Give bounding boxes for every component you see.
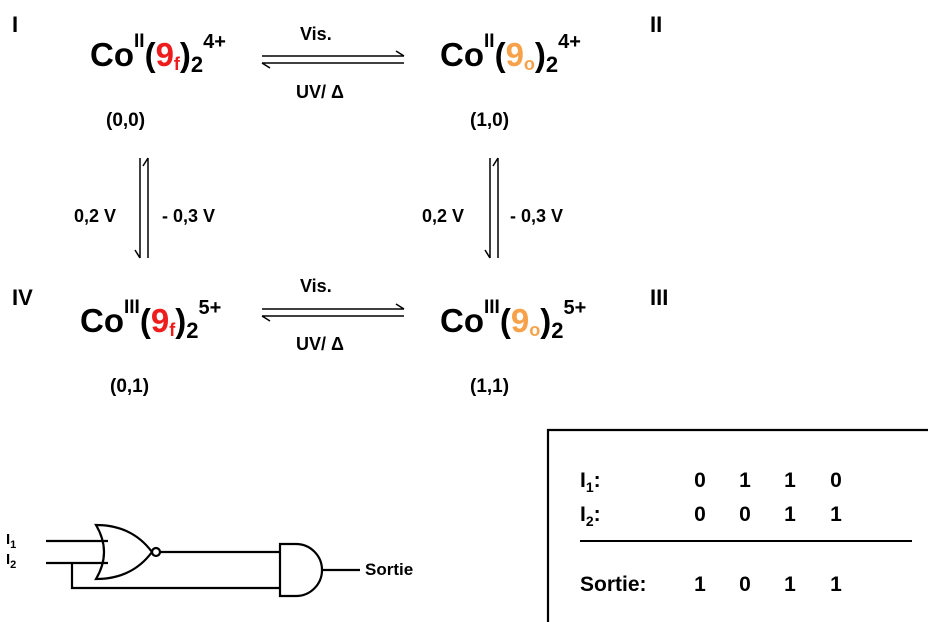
complex-iv-oxidation-state: III	[124, 297, 140, 318]
state-label-iii: III	[650, 285, 669, 310]
truth-cell: 0	[694, 469, 706, 492]
truth-row-i2: 0 0 1 1	[0, 503, 928, 533]
truth-row-output: 1 0 1 1	[0, 573, 928, 603]
nor-gate	[94, 523, 154, 581]
complex-iii-ligand-form: o	[529, 320, 541, 340]
complex-iv-charge: 5+	[198, 297, 222, 319]
top-equilibrium-arrow	[261, 50, 405, 69]
complex-i-charge: 4+	[203, 31, 226, 53]
bottom-reverse-label: UV/ Δ	[296, 334, 344, 354]
coord-ii: (1,0)	[470, 110, 510, 131]
complex-iii: CoIII(9o)25+	[440, 297, 587, 343]
complex-ii-charge: 4+	[558, 31, 581, 53]
complex-iii-count: 2	[551, 318, 564, 343]
complex-ii-count: 2	[545, 52, 559, 77]
truth-cell: 0	[830, 469, 842, 492]
left-reduce-label: - 0,3 V	[162, 206, 216, 226]
truth-cell: 1	[830, 503, 842, 526]
top-forward-label: Vis.	[300, 24, 332, 44]
complex-iv-ligand-form: f	[169, 320, 176, 340]
complex-i: CoII(9f)24+	[90, 31, 226, 77]
complex-i-oxidation-state: II	[134, 31, 145, 52]
complex-iv-count: 2	[186, 318, 199, 343]
state-label-i: I	[12, 12, 19, 37]
truth-output-label: Sortie:	[580, 573, 647, 596]
truth-cell: 0	[739, 503, 751, 526]
truth-cell: 1	[784, 573, 796, 596]
left-redox-arrow	[134, 157, 149, 259]
complex-iv: CoIII(9f)25+	[80, 297, 222, 343]
state-label-iv: IV	[12, 285, 33, 310]
left-oxidize-label: 0,2 V	[74, 206, 117, 226]
top-reverse-label: UV/ Δ	[296, 82, 344, 102]
right-oxidize-label: 0,2 V	[422, 206, 465, 226]
coord-iii: (1,1)	[470, 376, 510, 397]
complex-ii-oxidation-state: II	[484, 31, 495, 52]
complex-iii-ligand: 9	[510, 302, 530, 339]
truth-cell: 1	[694, 573, 706, 596]
truth-row-i1-label: I1:	[580, 469, 601, 496]
complex-i-ligand-form: f	[173, 54, 180, 74]
complex-i-count: 2	[190, 52, 204, 77]
complex-iv-metal: Co	[80, 302, 124, 339]
coord-i: (0,0)	[106, 110, 146, 131]
complex-ii-ligand-form: o	[523, 54, 535, 74]
truth-table-frame	[546, 428, 928, 622]
input2-branch	[70, 563, 280, 590]
complex-iii-charge: 5+	[563, 297, 587, 319]
truth-cell: 1	[739, 469, 751, 492]
truth-row-i2-label: I2:	[580, 503, 601, 530]
complex-i-metal: Co	[90, 36, 134, 73]
coord-iv: (0,1)	[110, 376, 150, 397]
truth-cell: 1	[784, 503, 796, 526]
output-label: Sortie	[365, 560, 414, 579]
input1-label: I1	[6, 531, 17, 551]
complex-iii-oxidation-state: III	[484, 297, 500, 318]
complex-i-ligand: 9	[155, 36, 174, 73]
and-gate	[278, 542, 324, 598]
bottom-forward-label: Vis.	[300, 276, 332, 296]
complex-iv-ligand: 9	[150, 302, 170, 339]
truth-row-i1: 0 1 1 0	[0, 469, 928, 499]
truth-cell: 0	[694, 503, 706, 526]
truth-cell: 0	[739, 573, 751, 596]
complex-ii-metal: Co	[440, 36, 484, 73]
input2-label: I2	[6, 551, 17, 571]
complex-iii-metal: Co	[440, 302, 484, 339]
right-redox-arrow	[484, 157, 499, 259]
truth-cell: 1	[830, 573, 842, 596]
state-label-ii: II	[650, 12, 663, 37]
right-reduce-label: - 0,3 V	[510, 206, 564, 226]
complex-ii: CoII(9o)24+	[440, 31, 581, 77]
logic-circuit	[46, 523, 360, 598]
complex-ii-ligand: 9	[505, 36, 524, 73]
bottom-equilibrium-arrow	[261, 303, 405, 322]
truth-cell: 1	[784, 469, 796, 492]
